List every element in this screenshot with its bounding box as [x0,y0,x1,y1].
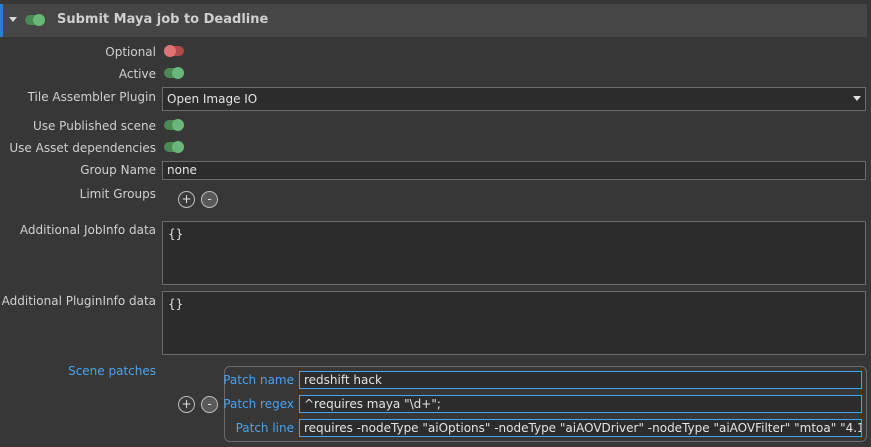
group-name-label: Group Name [80,163,156,177]
plugininfo-textarea[interactable]: {} [162,291,866,355]
optional-label: Optional [105,45,156,59]
patch-name-input[interactable]: redshift hack [299,371,862,389]
tile-assembler-select[interactable]: Open Image IO [162,87,866,111]
limit-groups-label: Limit Groups [79,187,156,201]
use-published-toggle[interactable] [164,119,184,131]
collapse-arrow-icon[interactable] [9,17,17,22]
optional-toggle[interactable] [164,45,184,57]
group-name-input[interactable]: none [162,161,866,180]
limit-groups-add-button[interactable]: + [178,191,195,208]
use-asset-deps-toggle[interactable] [164,141,184,153]
patch-regex-input[interactable]: ^requires maya "\d+"; [299,395,862,413]
scene-patches-label: Scene patches [68,364,156,378]
tile-assembler-label: Tile Assembler Plugin [27,90,156,104]
plugininfo-label: Additional PluginInfo data [1,294,156,308]
active-toggle[interactable] [164,67,184,79]
scene-patches-remove-button[interactable]: - [201,396,218,413]
jobinfo-label: Additional JobInfo data [19,223,156,237]
section-header[interactable]: Submit Maya job to Deadline [0,4,867,37]
patch-line-label: Patch line [235,421,294,435]
chevron-down-icon [853,96,861,101]
scene-patches-add-button[interactable]: + [178,396,195,413]
patch-regex-label: Patch regex [223,397,294,411]
tile-assembler-value: Open Image IO [167,92,258,106]
patch-name-label: Patch name [223,373,294,387]
section-title: Submit Maya job to Deadline [57,12,269,27]
scene-patch-item [224,366,867,442]
limit-groups-remove-button[interactable]: - [201,191,218,208]
use-asset-deps-label: Use Asset dependencies [9,141,156,155]
use-published-label: Use Published scene [32,119,156,133]
patch-line-input[interactable]: requires -nodeType "aiOptions" -nodeType… [299,419,862,437]
active-label: Active [118,67,156,81]
plugin-enabled-toggle[interactable] [25,14,45,26]
jobinfo-textarea[interactable]: {} [162,221,866,285]
